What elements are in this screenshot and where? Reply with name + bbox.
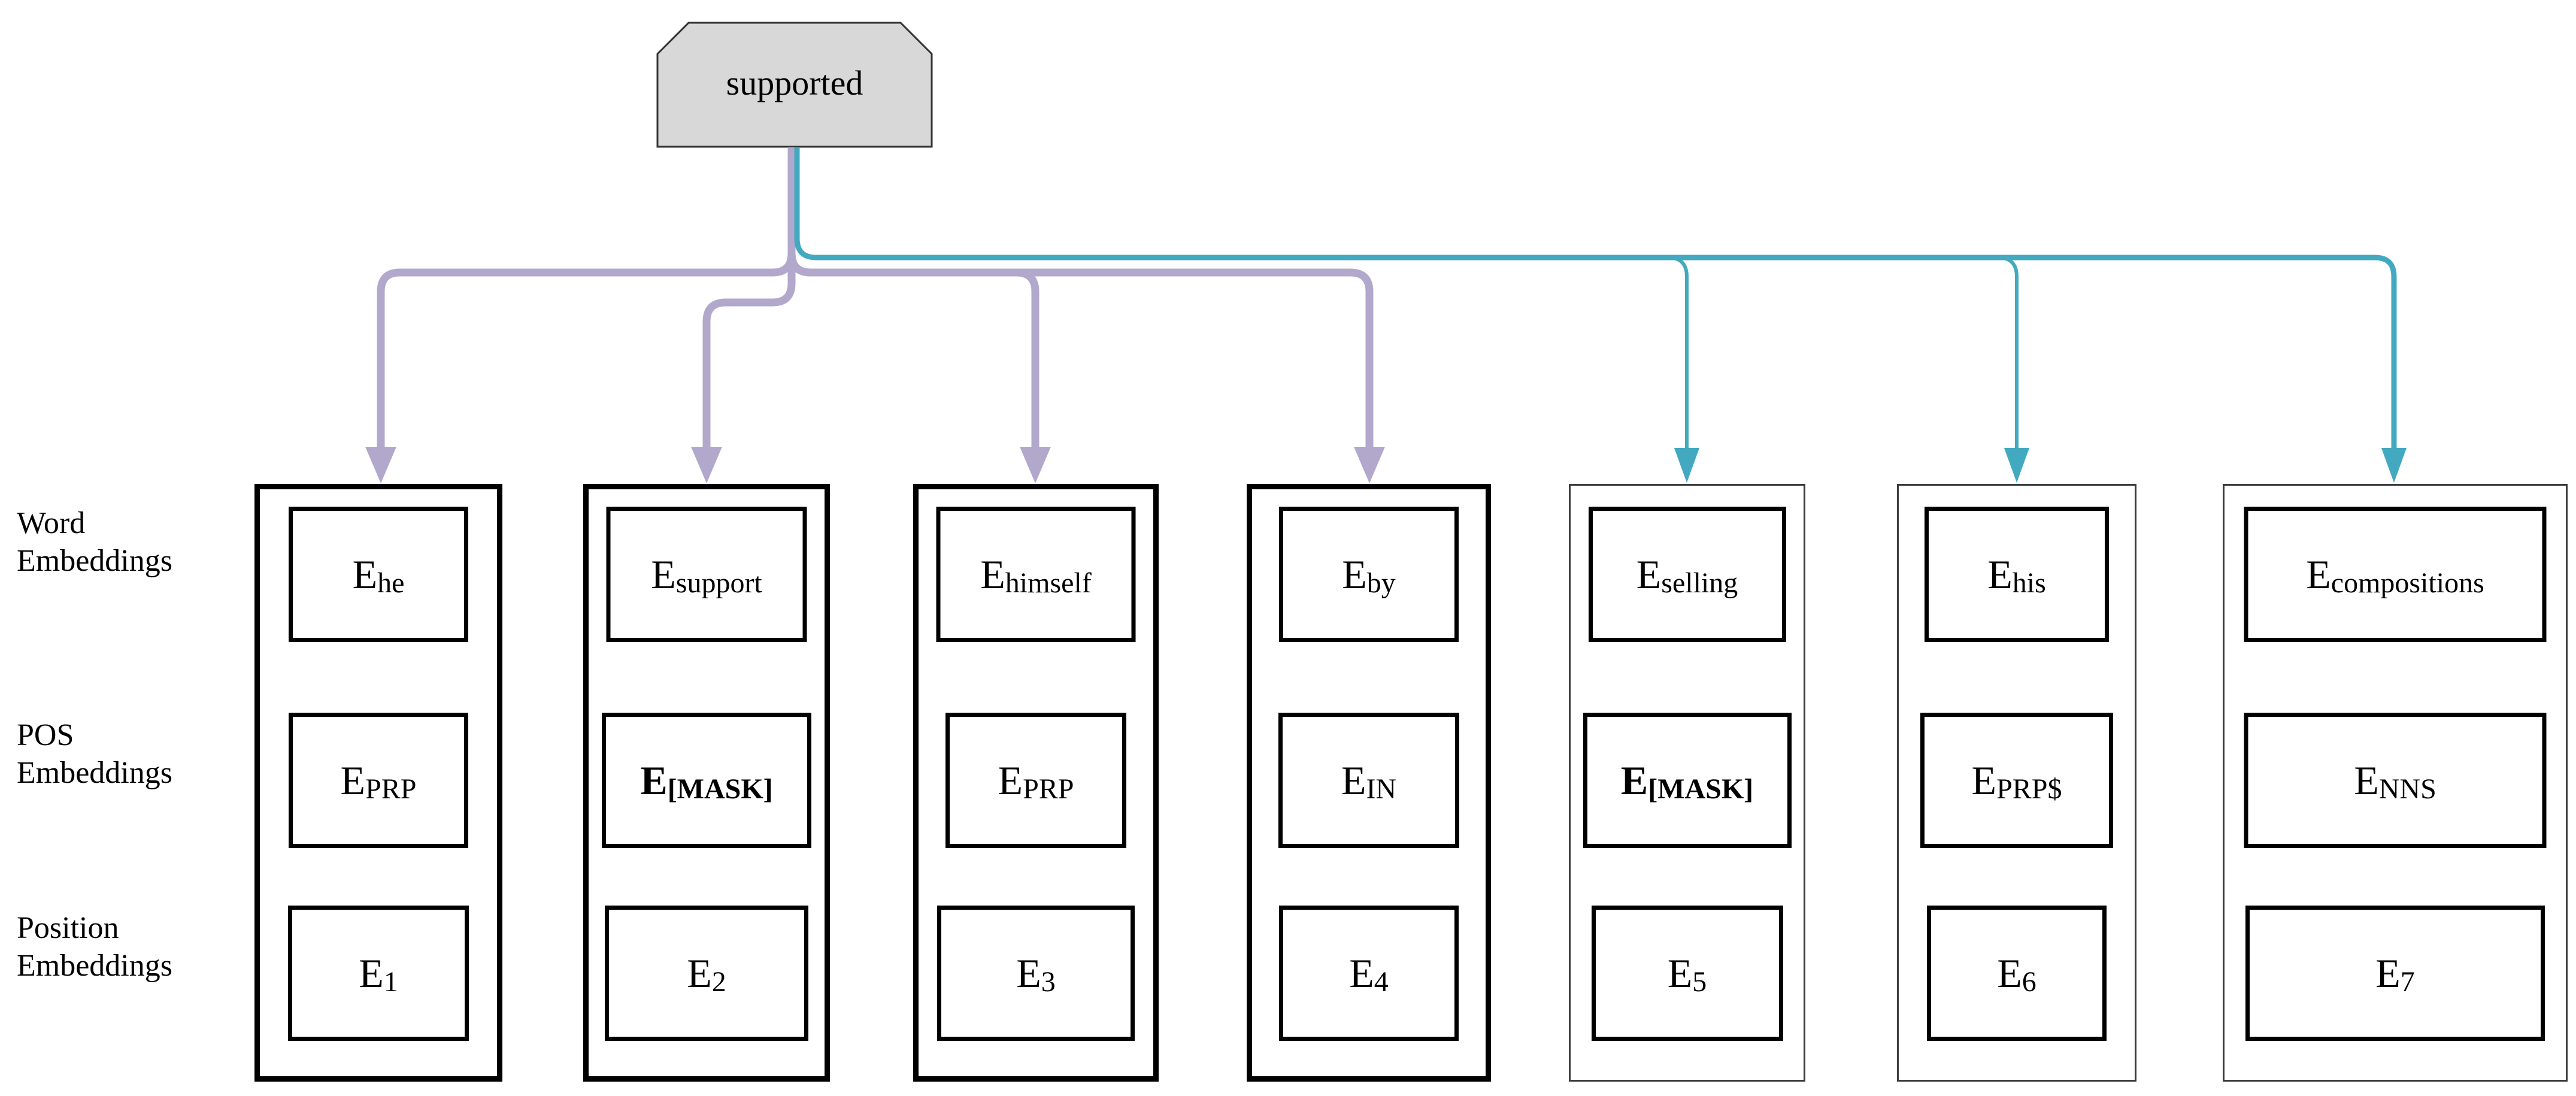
- arrow-line-token-1: [377, 147, 796, 449]
- row-label-line: POS: [17, 718, 74, 752]
- embedding-subscript: 5: [1692, 965, 1707, 998]
- embedding-subscript: compositions: [2330, 567, 2484, 599]
- arrow-line-token-4: [787, 147, 1374, 449]
- embedding-subscript: 7: [2400, 965, 2415, 998]
- embedding-symbol: E: [1971, 757, 1997, 803]
- embedding-subscript: PRP: [1023, 773, 1074, 805]
- embedding-symbol: E: [1997, 950, 2022, 996]
- embedding-symbol: E: [1341, 757, 1366, 803]
- row-label-line: Word: [17, 506, 86, 540]
- embedding-subscript: 2: [711, 965, 726, 998]
- embedding-subscript: his: [2012, 567, 2046, 599]
- embedding-symbol: E: [2354, 757, 2379, 803]
- embedding-symbol: E: [1620, 757, 1648, 803]
- embedding-symbol: E: [1636, 551, 1662, 597]
- embedding-subscript: by: [1366, 567, 1396, 599]
- arrowhead-token-4: [1354, 447, 1385, 483]
- embedding-subscript: support: [675, 567, 762, 599]
- arrowhead-token-6: [2004, 448, 2029, 483]
- arrowhead-token-2: [691, 447, 722, 483]
- pos-embedding-box-2: E[MASK]: [602, 713, 811, 848]
- arrowhead-token-5: [1674, 448, 1699, 483]
- embedding-symbol: E: [1349, 950, 1374, 996]
- embedding-symbol: E: [1667, 950, 1693, 996]
- arrowhead-token-7: [2381, 448, 2407, 483]
- embedding-subscript: NNS: [2378, 773, 2436, 805]
- embedding-symbol: E: [980, 551, 1005, 597]
- row-label-line: Embeddings: [17, 756, 172, 790]
- embedding-symbol: E: [1987, 551, 2013, 597]
- embedding-subscript: [MASK]: [667, 773, 773, 805]
- embedding-symbol: E: [2306, 551, 2331, 597]
- embedding-subscript: [MASK]: [1648, 773, 1754, 805]
- embedding-subscript: 4: [1374, 965, 1389, 998]
- embedding-symbol: E: [1342, 551, 1367, 597]
- row-label-1: POS Embeddings: [17, 716, 256, 792]
- embedding-subscript: himself: [1005, 567, 1092, 599]
- embedding-symbol: E: [687, 950, 712, 996]
- root-token-node: supported: [726, 63, 863, 102]
- embedding-symbol: E: [2375, 950, 2401, 996]
- pos-embedding-box-5: E[MASK]: [1583, 713, 1792, 848]
- embedding-subscript: selling: [1661, 567, 1738, 599]
- embedding-subscript: he: [377, 567, 405, 599]
- embedding-subscript: 1: [383, 965, 398, 998]
- root-token-shape: [656, 22, 933, 148]
- embedding-symbol: E: [651, 551, 676, 597]
- arrow-line-token-2: [702, 147, 796, 449]
- row-label-line: Position: [17, 911, 119, 945]
- embedding-subscript: 6: [2022, 965, 2036, 998]
- arrow-line-token-6: [1997, 256, 2019, 450]
- embedding-symbol: E: [340, 757, 366, 803]
- embedding-symbol: E: [640, 757, 668, 803]
- embedding-subscript: PRP: [365, 773, 417, 805]
- arrowhead-token-3: [1020, 447, 1051, 483]
- arrow-line-token-7: [794, 147, 2397, 450]
- embedding-subscript: PRP$: [1996, 773, 2062, 805]
- embedding-symbol: E: [359, 950, 384, 996]
- embedding-symbol: E: [1016, 950, 1041, 996]
- embedding-symbol: E: [998, 757, 1023, 803]
- embedding-subscript: IN: [1366, 773, 1397, 805]
- arrowhead-token-1: [365, 447, 396, 483]
- arrow-line-token-5: [1667, 256, 1689, 450]
- arrow-line-token-3: [787, 147, 1040, 449]
- embedding-symbol: E: [352, 551, 378, 597]
- row-label-line: Embeddings: [17, 544, 172, 578]
- row-label-line: Embeddings: [17, 949, 172, 983]
- embedding-subscript: 3: [1041, 965, 1056, 998]
